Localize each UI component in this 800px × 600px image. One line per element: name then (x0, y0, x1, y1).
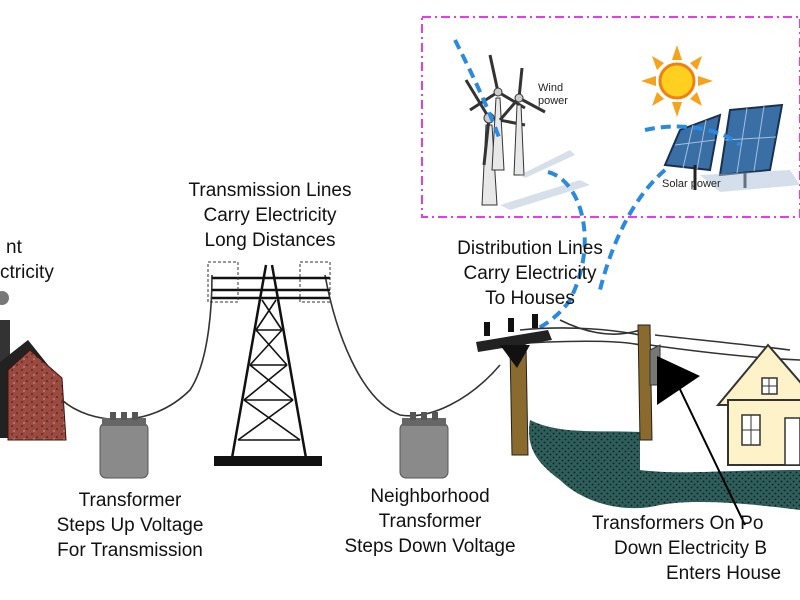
step-up-transformer-label: Transformer Steps Up Voltage For Transmi… (30, 488, 230, 563)
insulators-icon (207, 261, 331, 303)
label-line: Transformer (378, 511, 482, 532)
transmission-lines-label: Transmission Lines Carry Electricity Lon… (160, 178, 380, 253)
label-line: Carry Electricity (463, 263, 597, 284)
pointer-line (675, 380, 746, 526)
step-up-transformer-icon (99, 412, 149, 479)
label-line: Transmission Lines (188, 180, 352, 201)
neighborhood-transformer-label: Neighborhood Transformer Steps Down Volt… (320, 484, 540, 559)
power-plant-icon (0, 291, 67, 441)
label-line: To Houses (485, 288, 575, 309)
distribution-lines-label: Distribution Lines Carry Electricity To … (425, 236, 635, 311)
pole-transformers-label: Transformers On Po Down Electricity B En… (592, 511, 800, 586)
label-line: Neighborhood (370, 486, 490, 507)
utility-pole-icon (476, 314, 661, 456)
label-line: Down Electricity B (614, 538, 768, 559)
wind-power-label: Wind power (538, 82, 568, 108)
label-line: Transformer (78, 490, 182, 511)
label-line: Distribution Lines (457, 238, 603, 259)
solar-panel-icon (663, 103, 800, 192)
plant-label: nt ctricity (0, 235, 60, 285)
label-line: Wind (538, 82, 564, 94)
sun-icon (641, 45, 713, 117)
label-line: Enters House (666, 563, 782, 584)
house-icon (715, 343, 800, 466)
label-line: Transformers On Po (592, 513, 764, 534)
transmission-tower-icon (212, 264, 330, 466)
renewable-link (453, 39, 742, 332)
label-line: Steps Down Voltage (344, 536, 516, 557)
renewables-box (421, 16, 800, 218)
ground-area (529, 420, 800, 510)
solar-power-label: Solar power (662, 178, 721, 190)
power-lines (61, 274, 800, 421)
plant-label-line: nt (6, 237, 22, 258)
label-line: Long Distances (204, 230, 336, 251)
turbine-shadow (500, 150, 590, 210)
pole-transformer-arrow-icon (657, 356, 700, 405)
wind-turbine-icon (464, 54, 546, 206)
label-line: power (538, 95, 568, 107)
label-line: Carry Electricity (203, 205, 337, 226)
label-line: Steps Up Voltage (56, 515, 204, 536)
label-line: For Transmission (57, 540, 203, 561)
neighborhood-transformer-icon (399, 412, 449, 479)
plant-label-line: ctricity (0, 262, 54, 283)
